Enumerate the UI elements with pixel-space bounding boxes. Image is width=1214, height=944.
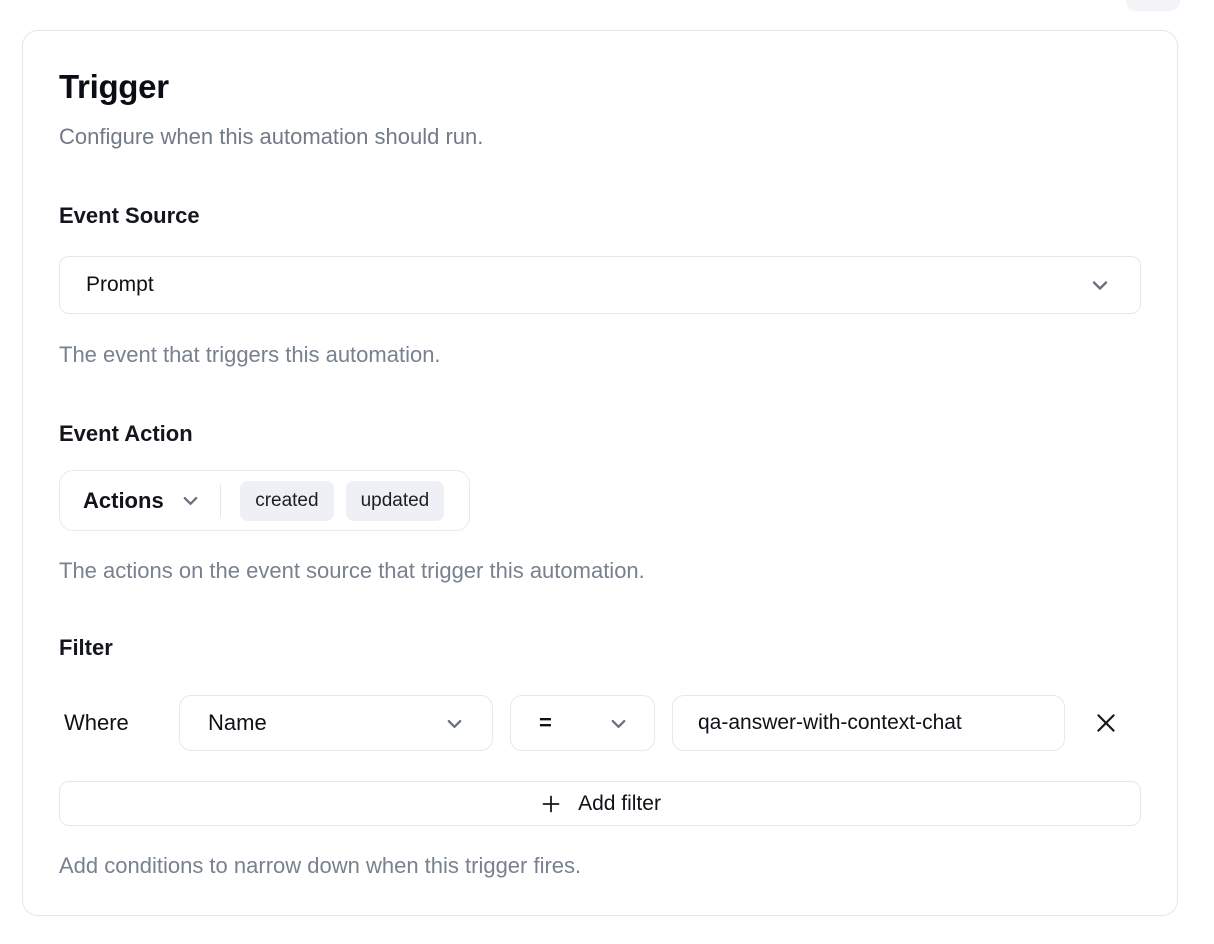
action-chip[interactable]: updated <box>345 480 445 521</box>
event-action-label: Event Action <box>59 421 193 446</box>
remove-filter-button[interactable] <box>1086 703 1126 743</box>
filter-field-select[interactable]: Name <box>179 695 493 751</box>
actions-dropdown[interactable]: Actions <box>83 488 202 514</box>
cutoff-top-element <box>1126 0 1180 11</box>
chevron-down-icon <box>443 712 466 735</box>
event-source-value: Prompt <box>86 273 154 296</box>
filter-operator-value: = <box>539 710 552 735</box>
filter-condition-row: Where Name = <box>59 695 1141 751</box>
event-source-label: Event Source <box>59 203 200 228</box>
chevron-down-icon <box>1088 273 1112 297</box>
chevron-down-icon <box>607 712 630 735</box>
filter-field-value: Name <box>208 710 267 735</box>
add-filter-label: Add filter <box>578 791 661 815</box>
page-subtitle: Configure when this automation should ru… <box>59 124 484 149</box>
actions-dropdown-label: Actions <box>83 487 164 513</box>
event-source-select[interactable]: Prompt <box>59 256 1141 314</box>
filter-value-input[interactable] <box>672 695 1065 751</box>
event-action-help: The actions on the event source that tri… <box>59 558 645 583</box>
where-label: Where <box>64 710 129 735</box>
add-filter-button[interactable]: Add filter <box>59 781 1141 826</box>
filter-help: Add conditions to narrow down when this … <box>59 853 582 878</box>
selected-actions-list: created updated <box>240 480 445 521</box>
action-chip[interactable]: created <box>240 480 334 521</box>
filter-operator-select[interactable]: = <box>510 695 655 751</box>
trigger-card: Trigger Configure when this automation s… <box>22 30 1178 916</box>
event-action-control: Actions created updated <box>59 470 471 531</box>
chevron-down-icon <box>179 489 202 512</box>
close-icon <box>1093 710 1119 736</box>
filter-label: Filter <box>59 635 113 660</box>
vertical-divider <box>219 484 222 517</box>
event-source-help: The event that triggers this automation. <box>59 342 441 367</box>
plus-icon <box>539 792 563 816</box>
page-title: Trigger <box>59 68 169 105</box>
